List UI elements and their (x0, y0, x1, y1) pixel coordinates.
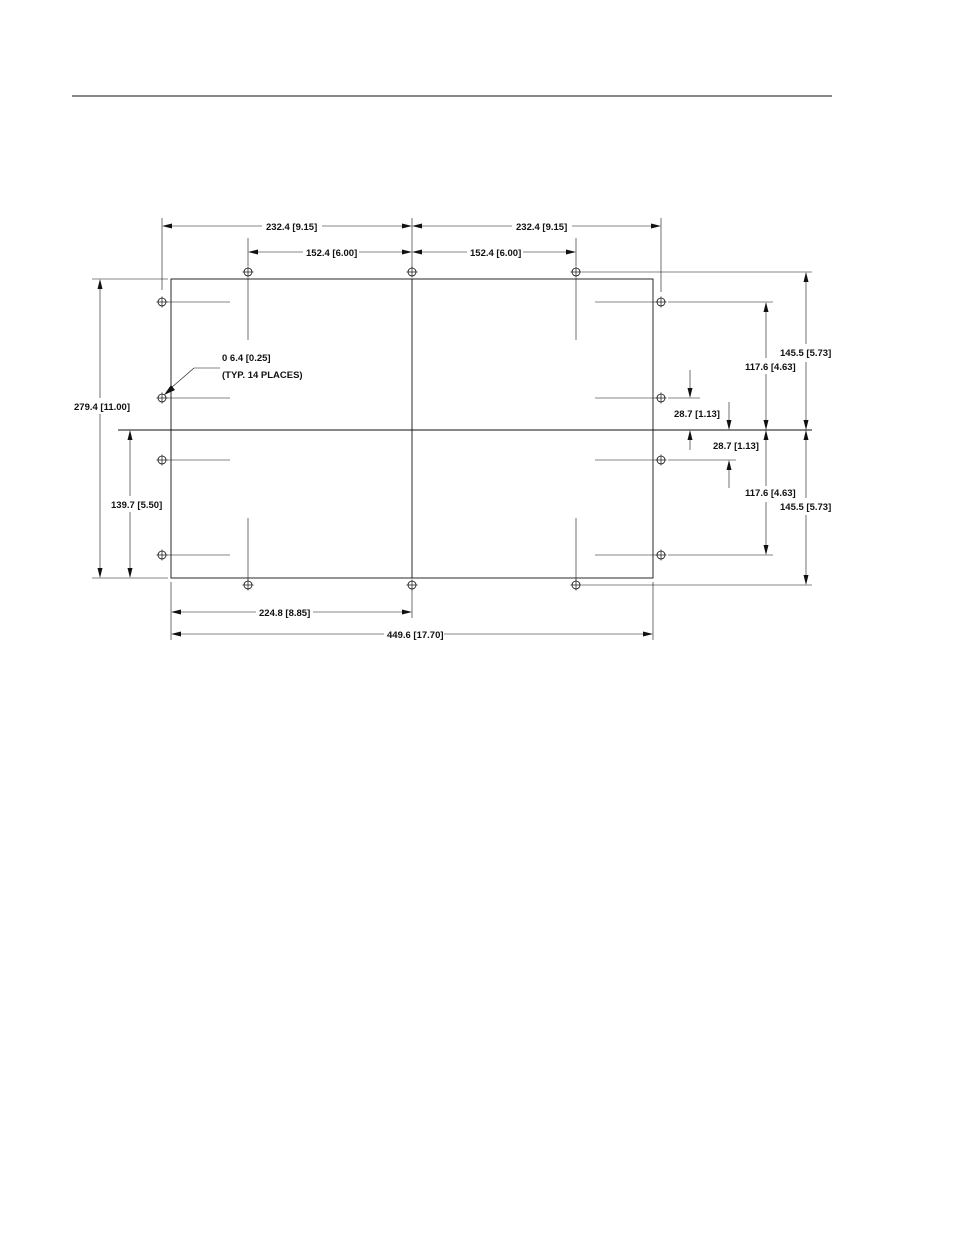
dim-center-offset-top: 28.7 [1.13] (674, 409, 720, 420)
hole-icon (656, 550, 667, 561)
dim-right-outer-bottom: 145.5 [5.73] (780, 502, 831, 513)
dim-left-half-height: 139.7 [5.50] (111, 500, 162, 511)
hole-icon (157, 550, 168, 561)
hole-note-diameter: 0 6.4 [0.25] (222, 353, 271, 364)
mounting-holes (157, 267, 667, 591)
hole-icon (656, 455, 667, 466)
dim-right-inner-top: 117.6 [4.63] (745, 362, 796, 373)
hole-icon (407, 267, 418, 278)
dim-top-left-inner: 152.4 [6.00] (306, 248, 357, 259)
hole-note-leader (164, 368, 220, 395)
hole-icon (571, 267, 582, 278)
dim-top-left-outer: 232.4 [9.15] (266, 222, 317, 233)
hole-icon (656, 297, 667, 308)
dim-right-outer-top: 145.5 [5.73] (780, 348, 831, 359)
hole-note-count: (TYP. 14 PLACES) (222, 370, 303, 381)
hole-icon (407, 580, 418, 591)
dim-right-inner-bottom: 117.6 [4.63] (745, 488, 796, 499)
dim-bottom-width: 449.6 [17.70] (387, 630, 444, 641)
hole-icon (157, 297, 168, 308)
hole-icon (243, 267, 254, 278)
dim-bottom-half-width: 224.8 [8.85] (259, 608, 310, 619)
dim-top-right-inner: 152.4 [6.00] (470, 248, 521, 259)
hole-icon (157, 455, 168, 466)
dim-left-height: 279.4 [11.00] (74, 402, 130, 413)
dim-top-right-outer: 232.4 [9.15] (516, 222, 567, 233)
hole-icon (571, 580, 582, 591)
hole-icon (243, 580, 254, 591)
dim-center-offset-bottom: 28.7 [1.13] (713, 441, 759, 452)
extension-lines (92, 218, 812, 640)
hole-icon (656, 393, 667, 404)
